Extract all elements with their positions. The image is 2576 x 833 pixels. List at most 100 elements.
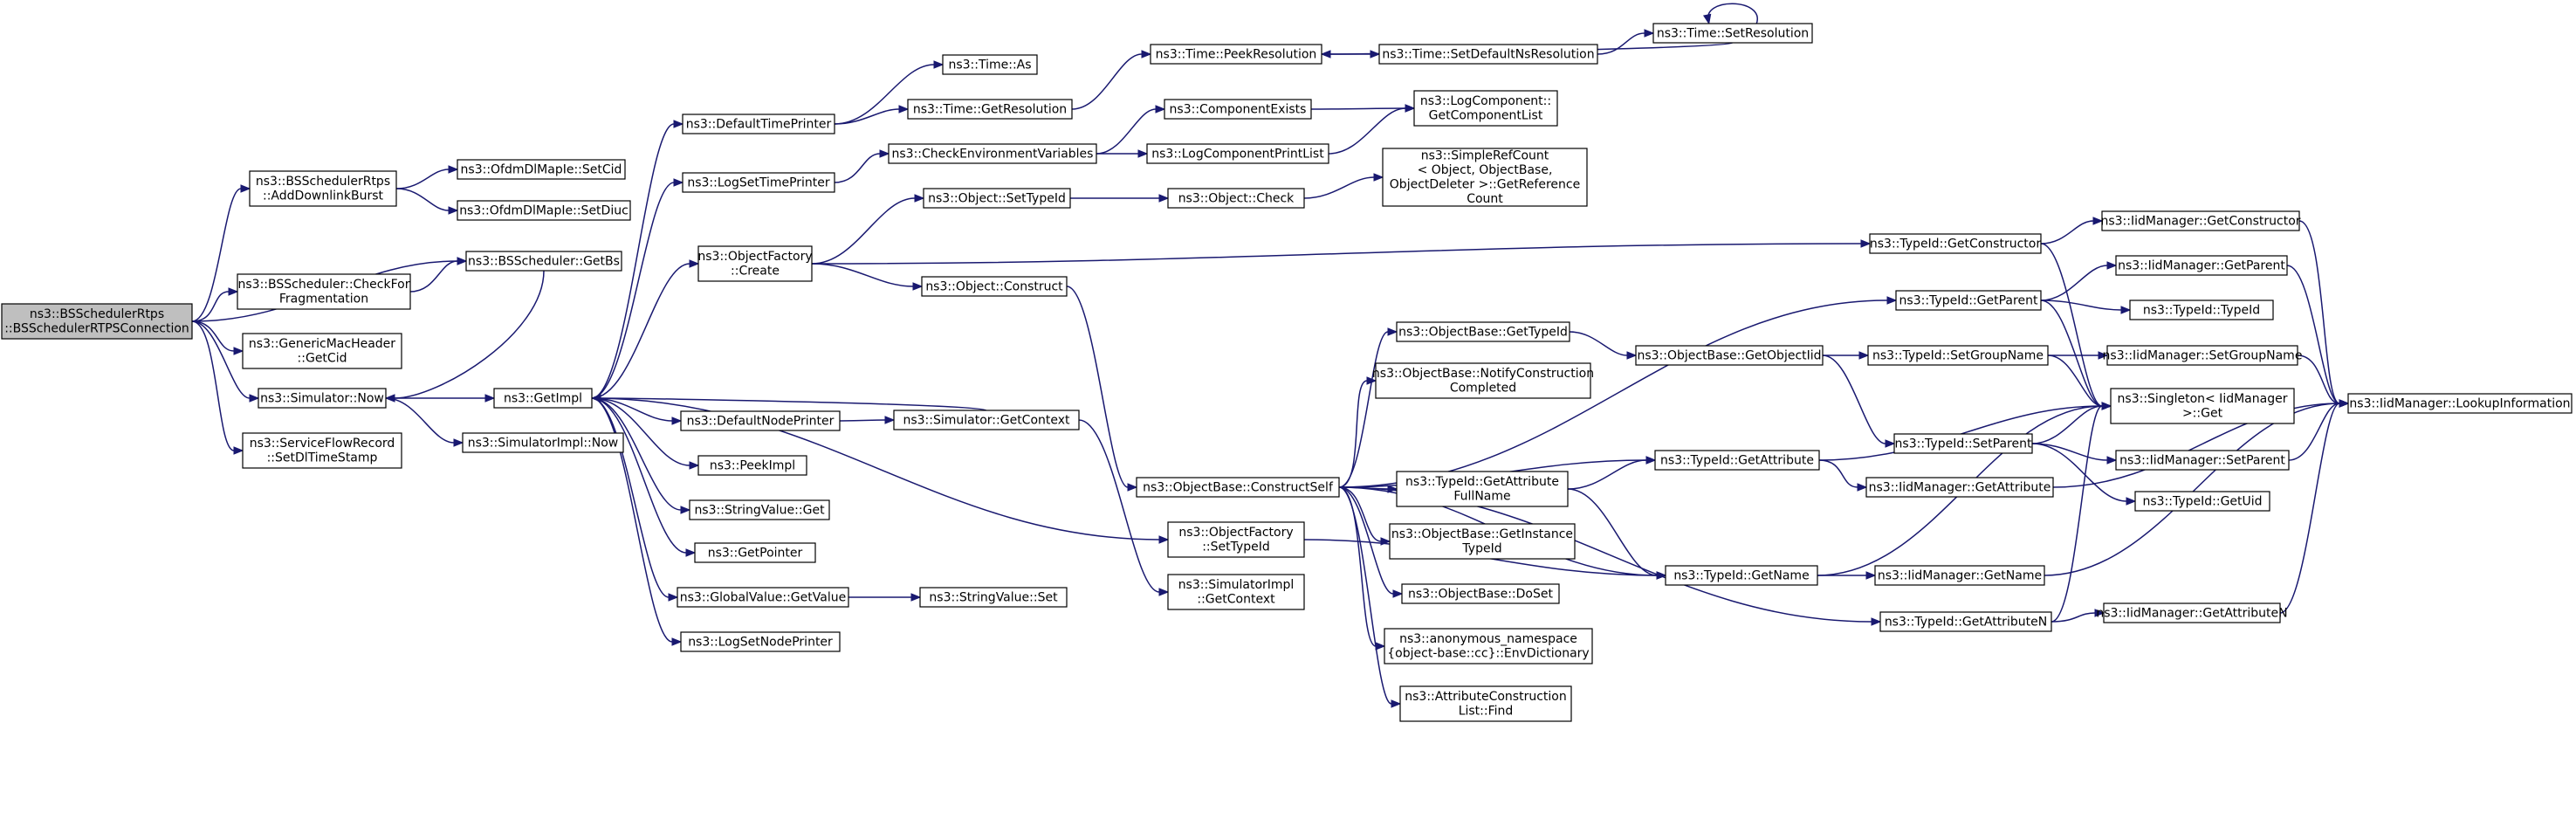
node-label: ns3::GlobalValue::GetValue <box>680 590 846 604</box>
node-getimpl[interactable]: ns3::GetImpl <box>493 388 593 409</box>
node-strvalset[interactable]: ns3::StringValue::Set <box>919 587 1068 608</box>
node-peekimpl[interactable]: ns3::PeekImpl <box>697 455 807 476</box>
node-objsettypeid[interactable]: ns3::Object::SetTypeId <box>923 188 1071 209</box>
edge-deftimeprinter-to-timeas <box>834 60 945 125</box>
node-iidsetparent[interactable]: ns3::IidManager::SetParent <box>2115 450 2290 471</box>
node-label: ns3::ObjectFactory <box>697 250 812 264</box>
node-getbs[interactable]: ns3::BSScheduler::GetBs <box>465 251 622 272</box>
node-logcompprintlist[interactable]: ns3::LogComponentPrintList <box>1146 143 1329 164</box>
node-timesetdefres[interactable]: ns3::Time::SetDefaultNsResolution <box>1378 44 1598 65</box>
node-box <box>1654 450 1820 471</box>
node-tidgetconstructor[interactable]: ns3::TypeId::GetConstructor <box>1869 233 2042 254</box>
node-iidlookup[interactable]: ns3::IidManager::LookupInformation <box>2347 393 2573 414</box>
node-timeas[interactable]: ns3::Time::As <box>942 54 1038 75</box>
node-timegetres[interactable]: ns3::Time::GetResolution <box>907 99 1073 120</box>
node-tidsetgroupname[interactable]: ns3::TypeId::SetGroupName <box>1867 345 2049 366</box>
node-tidgetattrn[interactable]: ns3::TypeId::GetAttributeN <box>1879 611 2052 632</box>
node-defnodeprinter[interactable]: ns3::DefaultNodePrinter <box>680 410 841 431</box>
node-box <box>457 159 626 180</box>
node-box <box>457 200 631 221</box>
node-label: ns3::TypeId::GetAttributeN <box>1885 615 2047 629</box>
node-box <box>1167 574 1305 610</box>
node-objbaseconstructself[interactable]: ns3::ObjectBase::ConstructSelf <box>1136 477 1340 498</box>
node-obgettypeid[interactable]: ns3::ObjectBase::GetTypeId <box>1396 321 1570 342</box>
node-getcid[interactable]: ns3::GenericMacHeader::GetCid <box>242 333 402 369</box>
node-box <box>1382 148 1588 207</box>
node-tidgetparent[interactable]: ns3::TypeId::GetParent <box>1895 290 2042 311</box>
node-label: ns3::anonymous_namespace <box>1399 632 1577 646</box>
node-box <box>682 172 835 193</box>
edge-iidgetname-to-iidlookup <box>2044 399 2350 576</box>
node-getpointer[interactable]: ns3::GetPointer <box>694 542 816 563</box>
edge-tidsetparent-to-iidsetparent <box>2031 443 2118 465</box>
node-adddl[interactable]: ns3::BSSchedulerRtps::AddDownlinkBurst <box>249 170 397 207</box>
node-logsetnodeprinter[interactable]: ns3::LogSetNodePrinter <box>680 631 841 652</box>
edge-logsettimeprinter-to-checkenv <box>834 149 890 183</box>
node-simnow[interactable]: ns3::Simulator::Now <box>258 388 387 409</box>
call-graph-nodes: ns3::BSSchedulerRtps::BSSchedulerRTPSCon… <box>1 23 2573 722</box>
edge-iidsetparent-to-iidlookup <box>2288 399 2350 461</box>
node-objconstruct[interactable]: ns3::Object::Construct <box>921 276 1068 297</box>
node-iidgetname[interactable]: ns3::IidManager::GetName <box>1874 565 2045 586</box>
node-label: ns3::IidManager::GetName <box>1878 568 2042 582</box>
node-setcid[interactable]: ns3::OfdmDlMapIe::SetCid <box>457 159 626 180</box>
node-anonenvdict[interactable]: ns3::anonymous_namespace{object-base::cc… <box>1384 628 1593 664</box>
edge-timesetres-to-timesetres <box>1702 3 1758 25</box>
node-iidgetparent[interactable]: ns3::IidManager::GetParent <box>2115 255 2288 276</box>
node-obgetobjtid[interactable]: ns3::ObjectBase::GetObjectIid <box>1635 345 1824 366</box>
node-setdiuc[interactable]: ns3::OfdmDlMapIe::SetDiuc <box>457 200 631 221</box>
node-tidtypeid[interactable]: ns3::TypeId::TypeId <box>2129 299 2274 320</box>
node-label: ns3::Object::Construct <box>925 279 1063 293</box>
node-box <box>919 587 1068 608</box>
edge-checkenv-to-compexists <box>1096 105 1166 155</box>
node-iidgetattrn[interactable]: ns3::IidManager::GetAttributeN <box>2096 602 2288 623</box>
node-logcompgetlist[interactable]: ns3::LogComponent::GetComponentList <box>1413 90 1558 127</box>
node-iidgetconstructor[interactable]: ns3::IidManager::GetConstructor <box>2100 210 2301 231</box>
node-simimplgetctx[interactable]: ns3::SimulatorImpl::GetContext <box>1167 574 1305 610</box>
node-obdoset[interactable]: ns3::ObjectBase::DoSet <box>1401 583 1560 604</box>
node-iidsetgroupname[interactable]: ns3::IidManager::SetGroupName <box>2103 345 2303 366</box>
edge-objbaseconstructself-to-obgettypeid <box>1338 327 1398 488</box>
node-logsettimeprinter[interactable]: ns3::LogSetTimePrinter <box>682 172 835 193</box>
node-tidgetname[interactable]: ns3::TypeId::GetName <box>1665 565 1818 586</box>
node-tidgetattribute[interactable]: ns3::TypeId::GetAttribute <box>1654 450 1820 471</box>
node-objfactsettypeid[interactable]: ns3::ObjectFactory::SetTypeId <box>1167 521 1305 558</box>
node-box <box>465 251 622 272</box>
edge-timegetres-to-timepeekres <box>1071 50 1152 110</box>
node-simimplnow[interactable]: ns3::SimulatorImpl::Now <box>462 432 624 453</box>
node-box <box>2115 450 2290 471</box>
edge-tidgetattribute-to-iidgetattribute <box>1818 459 1868 492</box>
node-label: ns3::LogComponentPrintList <box>1151 147 1324 161</box>
node-obnotify[interactable]: ns3::ObjectBase::NotifyConstructionCompl… <box>1372 362 1594 399</box>
node-label: ::SetTypeId <box>1202 540 1270 554</box>
edge-checkenv-to-logcompprintlist <box>1096 149 1149 158</box>
node-label: GetComponentList <box>1429 109 1543 123</box>
node-setdlts[interactable]: ns3::ServiceFlowRecord::SetDlTimeStamp <box>242 432 402 469</box>
node-box <box>1378 44 1598 65</box>
node-deftimeprinter[interactable]: ns3::DefaultTimePrinter <box>682 114 835 134</box>
node-objfactcreate[interactable]: ns3::ObjectFactory::Create <box>697 245 813 282</box>
node-box <box>1635 345 1824 366</box>
node-label: ns3::GetImpl <box>504 391 582 405</box>
edge-obgetobjtid-to-tidsetgroupname <box>1822 351 1870 360</box>
node-objcheck[interactable]: ns3::Object::Check <box>1167 188 1305 209</box>
node-root[interactable]: ns3::BSSchedulerRtps::BSSchedulerRTPSCon… <box>1 303 193 340</box>
node-simplerefcount[interactable]: ns3::SimpleRefCount< Object, ObjectBase,… <box>1382 148 1588 207</box>
edge-objbaseconstructself-to-obnotify <box>1338 376 1377 488</box>
node-checkenv[interactable]: ns3::CheckEnvironmentVariables <box>888 143 1097 164</box>
node-label: ns3::TypeId::GetConstructor <box>1870 237 2041 251</box>
node-iidgetattribute[interactable]: ns3::IidManager::GetAttribute <box>1865 477 2054 498</box>
node-gvgetvalue[interactable]: ns3::GlobalValue::GetValue <box>677 587 849 608</box>
node-tidgetuid[interactable]: ns3::TypeId::GetUid <box>2134 491 2270 512</box>
node-singletonget[interactable]: ns3::Singleton< IidManager>::Get <box>2110 388 2295 424</box>
node-compexists[interactable]: ns3::ComponentExists <box>1164 99 1312 120</box>
node-strvalget[interactable]: ns3::StringValue::Get <box>689 499 830 520</box>
node-simgetctx[interactable]: ns3::Simulator::GetContext <box>893 410 1080 430</box>
node-timesetres[interactable]: ns3::Time::SetResolution <box>1652 23 1813 44</box>
node-tidsetparent[interactable]: ns3::TypeId::SetParent <box>1893 433 2033 454</box>
node-timepeekres[interactable]: ns3::Time::PeekResolution <box>1150 44 1322 65</box>
